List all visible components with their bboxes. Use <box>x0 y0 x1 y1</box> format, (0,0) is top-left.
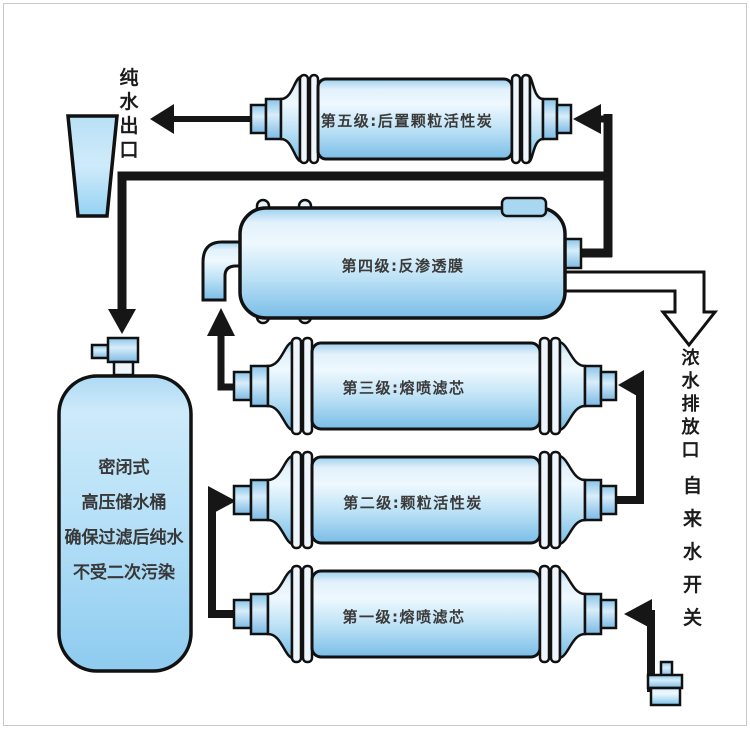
pipe-stage1-to-stage2 <box>208 486 240 618</box>
storage-tank-text-line: 密闭式 <box>98 458 150 478</box>
storage-tank-text: 密闭式 高压储水桶 确保过滤后纯水 不受二次污染 <box>58 451 190 591</box>
storage-tank-text-line: 确保过滤后纯水 <box>64 528 184 548</box>
arrow-into-stage5 <box>573 104 601 134</box>
storage-tank-valve <box>90 336 140 377</box>
stage-2-label: 第二级:颗粒活性炭 <box>343 494 483 512</box>
arrow-to-pure-outlet <box>150 104 174 134</box>
storage-tank-body <box>57 374 193 673</box>
stage-4-label: 第四级:反渗透膜 <box>341 257 465 275</box>
concentrate-drain-label: 浓水排放口 <box>681 348 700 461</box>
pipe-stage3-to-stage4 <box>207 308 236 391</box>
storage-tank-text-line: 高压储水桶 <box>81 493 167 513</box>
arrow-into-stage2 <box>208 486 236 516</box>
tap-water-valve <box>646 660 684 707</box>
pipe-stage2-to-stage3 <box>612 370 644 504</box>
storage-tank-text-line: 不受二次污染 <box>73 563 175 583</box>
tank-top-notch <box>500 196 548 218</box>
pipe-pure-outlet <box>150 104 251 134</box>
tank-body <box>238 206 567 320</box>
tank-inlet-elbow <box>201 240 242 302</box>
pipe-pure-water <box>108 104 613 334</box>
stage-1-label: 第一级:熔喷滤芯 <box>342 608 466 626</box>
arrow-into-stage1 <box>624 599 652 629</box>
concentrate-drain-arrow <box>561 270 719 348</box>
arrow-into-stage4 <box>207 308 235 336</box>
stage-5-filter <box>249 73 573 165</box>
stage-3-label: 第三级:熔喷滤芯 <box>342 379 466 397</box>
arrow-into-storage-tank <box>108 309 136 334</box>
pure-water-cup <box>66 114 119 218</box>
tap-water-switch-label: 自来水开关 <box>682 475 702 629</box>
pure-water-outlet-label: 纯水出口 <box>119 67 139 161</box>
canvas-border <box>3 3 747 726</box>
stage-5-label: 第五级:后置颗粒活性炭 <box>320 112 494 130</box>
pipe-tap-to-stage1 <box>624 599 655 692</box>
arrow-into-stage3 <box>618 370 644 400</box>
stage-4-tank <box>201 196 583 325</box>
